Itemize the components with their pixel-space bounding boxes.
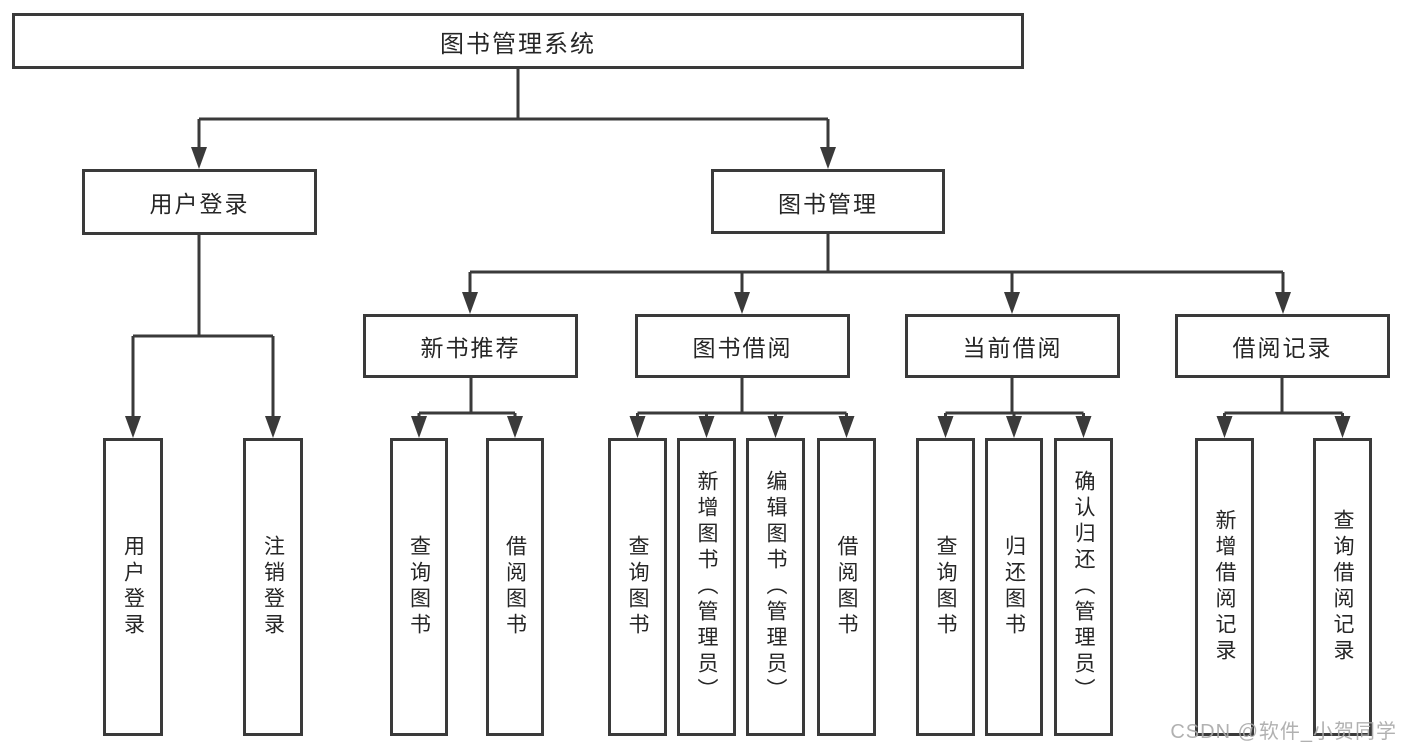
watermark-text: CSDN @软件_小贺同学 — [1170, 721, 1397, 743]
leaf-query-books-2: 查询图书 — [608, 438, 667, 736]
node-new-book-recommendation: 新书推荐 — [363, 314, 578, 378]
node-borrowing-records: 借阅记录 — [1175, 314, 1390, 378]
node-book-borrowing: 图书借阅 — [635, 314, 850, 378]
leaf-query-books: 查询图书 — [390, 438, 448, 736]
leaf-logout: 注销登录 — [243, 438, 303, 736]
leaf-confirm-return-admin: 确认归还（管理员） — [1054, 438, 1113, 736]
leaf-add-books-admin: 新增图书（管理员） — [677, 438, 736, 736]
node-current-borrowing: 当前借阅 — [905, 314, 1120, 378]
leaf-borrow-books-2: 借阅图书 — [817, 438, 876, 736]
node-book-management: 图书管理 — [711, 169, 945, 234]
node-user-login: 用户登录 — [82, 169, 317, 235]
leaf-user-login: 用户登录 — [103, 438, 163, 736]
leaf-edit-books-admin: 编辑图书（管理员） — [746, 438, 805, 736]
leaf-add-borrow-record: 新增借阅记录 — [1195, 438, 1254, 736]
leaf-query-borrow-record: 查询借阅记录 — [1313, 438, 1372, 736]
leaf-borrow-books: 借阅图书 — [486, 438, 544, 736]
leaf-return-books: 归还图书 — [985, 438, 1043, 736]
leaf-query-books-3: 查询图书 — [916, 438, 975, 736]
node-system-root: 图书管理系统 — [12, 13, 1024, 69]
